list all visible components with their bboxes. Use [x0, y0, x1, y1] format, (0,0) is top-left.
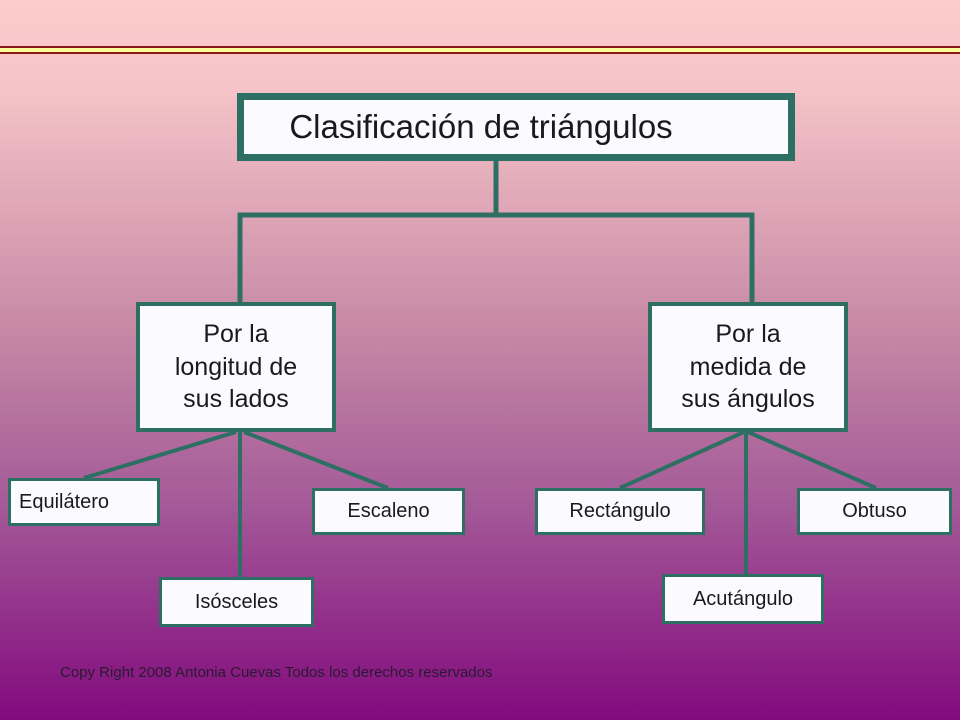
leaf-equilatero: Equilátero	[8, 478, 160, 526]
category-sides-line-2: longitud de	[174, 352, 298, 381]
leaf-equilatero-label: Equilátero	[19, 490, 110, 513]
leaf-obtuso: Obtuso	[797, 488, 952, 535]
leaf-acutangulo: Acutángulo	[662, 574, 824, 624]
link-equilatero	[83, 430, 237, 480]
copyright-footer: Copy Right 2008 Antonia Cuevas Todos los…	[60, 664, 493, 681]
link-escaleno	[243, 430, 389, 490]
link-rectangulo	[619, 430, 745, 490]
category-angles-line-2: medida de	[689, 352, 807, 381]
category-angles-box: Por la medida de sus ángulos	[648, 302, 848, 432]
leaf-escaleno: Escaleno	[312, 488, 465, 535]
link-obtuso	[747, 430, 877, 490]
diagram-title: Clasificación de triángulos	[289, 108, 673, 145]
leaf-obtuso-label: Obtuso	[842, 500, 907, 522]
leaf-rectangulo: Rectángulo	[535, 488, 705, 535]
category-sides-line-3: sus lados	[183, 385, 289, 414]
category-sides-box: Por la longitud de sus lados	[136, 302, 336, 432]
leaf-escaleno-label: Escaleno	[347, 500, 430, 522]
title-box: Clasificación de triángulos	[237, 93, 795, 161]
leaf-isosceles: Isósceles	[159, 577, 314, 627]
category-angles-line-1: Por la	[715, 320, 781, 349]
category-sides-line-1: Por la	[203, 320, 269, 349]
leaf-acutangulo-label: Acutángulo	[692, 587, 794, 610]
category-angles-line-3: sus ángulos	[681, 385, 815, 414]
leaf-rectangulo-label: Rectángulo	[569, 500, 671, 522]
leaf-isosceles-label: Isósceles	[194, 590, 279, 613]
top-rule	[0, 46, 960, 54]
